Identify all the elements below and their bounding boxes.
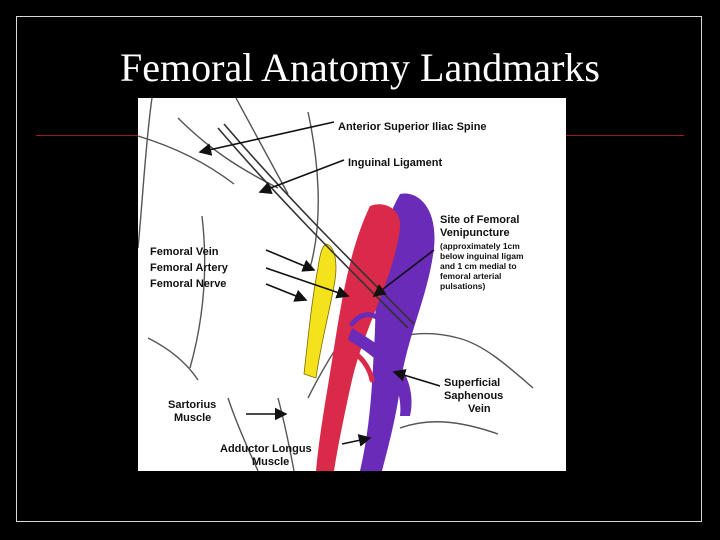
label-site-line2: Venipuncture — [440, 227, 510, 239]
label-superficial-line2: Saphenous — [444, 390, 503, 402]
label-site-note4: femoral arterial — [440, 271, 501, 281]
label-site-note5: pulsations) — [440, 281, 486, 291]
label-femoral-artery: Femoral Artery — [150, 262, 229, 274]
label-adductor-line1: Adductor Longus — [220, 443, 312, 455]
label-sartorius-line2: Muscle — [174, 412, 211, 424]
label-site-note2: below inguinal ligam — [440, 251, 524, 261]
label-site-note1: (approximately 1cm — [440, 241, 520, 251]
label-superficial-line1: Superficial — [444, 377, 500, 389]
label-superficial-line3: Vein — [468, 403, 491, 415]
label-site-note3: and 1 cm medial to — [440, 261, 517, 271]
slide-title: Femoral Anatomy Landmarks — [0, 44, 720, 92]
label-femoral-vein: Femoral Vein — [150, 246, 219, 258]
femoral-anatomy-diagram: Anterior Superior Iliac Spine Inguinal L… — [138, 98, 566, 471]
label-adductor-line2: Muscle — [252, 456, 289, 468]
label-inguinal-ligament: Inguinal Ligament — [348, 157, 442, 169]
label-site-line1: Site of Femoral — [440, 214, 519, 226]
femoral-nerve-shape — [304, 244, 336, 378]
label-asis: Anterior Superior Iliac Spine — [338, 121, 487, 133]
label-sartorius-line1: Sartorius — [168, 399, 216, 411]
label-femoral-nerve: Femoral Nerve — [150, 278, 226, 290]
